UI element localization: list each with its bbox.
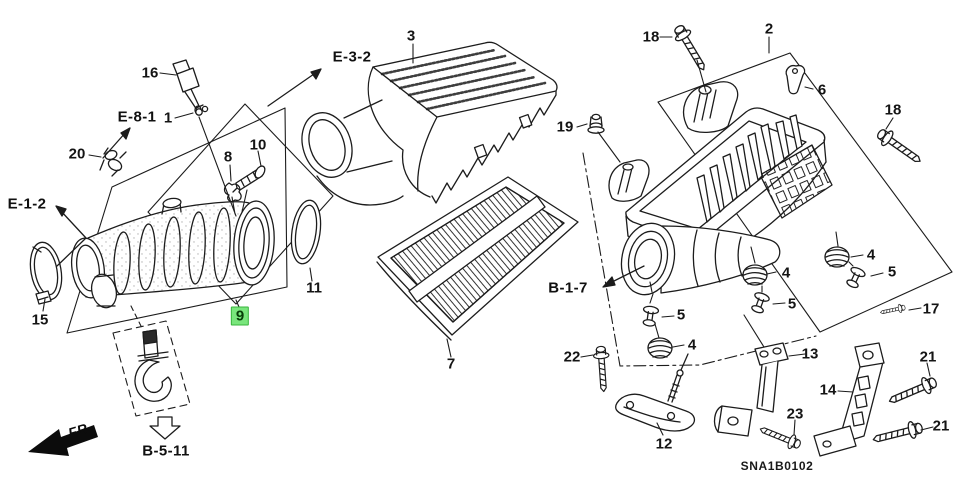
b511-dashed-leader	[130, 305, 144, 331]
ref-label-E-8-1[interactable]: E-8-1	[117, 108, 157, 126]
part-14-bracket-drawing	[813, 342, 885, 457]
part-12-stay-drawing	[615, 353, 696, 432]
part-7-filter-drawing	[376, 176, 579, 341]
part-5-stud-drawing-a	[748, 290, 771, 316]
ref-label-E-1-2[interactable]: E-1-2	[7, 195, 47, 213]
part-label-22[interactable]: 22	[563, 348, 581, 366]
part-23-bolt-drawing	[757, 421, 804, 453]
b511-dashed-box	[112, 320, 191, 417]
ref-label-E-3-2[interactable]: E-3-2	[332, 48, 372, 66]
part-17-bolt-drawing	[879, 302, 907, 318]
part-18-bolt-drawing-right	[873, 124, 926, 169]
part-2-case-drawing	[608, 81, 833, 264]
part-19-nut-drawing	[587, 113, 605, 134]
reference-arrows	[55, 68, 645, 440]
part-label-23[interactable]: 23	[786, 405, 804, 423]
ref-label-B-5-11[interactable]: B-5-11	[142, 442, 190, 460]
part-16-sensor-drawing	[172, 59, 202, 115]
e32-arrow-icon	[310, 68, 322, 80]
leader-lines	[42, 36, 934, 436]
ref-label-B-1-7[interactable]: B-1-7	[548, 279, 588, 297]
part-label-4[interactable]: 4	[687, 336, 697, 354]
part-label-8[interactable]: 8	[223, 148, 233, 166]
part-label-1[interactable]: 1	[163, 109, 173, 127]
diagram-code: SNA1B0102	[740, 459, 814, 473]
part-label-13[interactable]: 13	[801, 345, 819, 363]
part-11-oring-drawing	[290, 199, 322, 265]
part-label-9-selected[interactable]: 9	[230, 306, 250, 326]
part-label-19[interactable]: 19	[556, 118, 574, 136]
part-20-clip-drawing	[99, 147, 127, 177]
part-5-stud-drawing-c	[640, 304, 660, 328]
e81-arrow-icon	[120, 127, 131, 140]
part-label-5[interactable]: 5	[676, 306, 686, 324]
b511-down-arrow-icon	[149, 416, 181, 440]
part-15-clamp-drawing	[29, 241, 63, 305]
b511-fork-drawing	[134, 329, 172, 402]
part-18-bolt-drawing	[669, 21, 712, 75]
part-label-20[interactable]: 20	[68, 145, 86, 163]
part-3-cover-drawing	[301, 41, 558, 206]
part-label-11[interactable]: 11	[306, 279, 322, 297]
part-label-10[interactable]: 10	[249, 136, 267, 154]
part-label-2[interactable]: 2	[764, 20, 774, 38]
part-label-21[interactable]: 21	[932, 417, 950, 435]
part-label-4[interactable]: 4	[866, 246, 876, 264]
part-1-clip-drawing	[195, 104, 209, 116]
part-label-4[interactable]: 4	[781, 264, 791, 282]
part-label-16[interactable]: 16	[141, 64, 159, 82]
case-outlet-tube-drawing	[620, 222, 781, 296]
e12-arrow-icon	[55, 205, 67, 217]
part-label-17[interactable]: 17	[922, 300, 940, 318]
b17-arrow-icon	[602, 276, 616, 288]
part-label-21[interactable]: 21	[919, 348, 937, 366]
part-21-bolt-drawing-bottom	[870, 418, 925, 449]
part-22-bolt-drawing	[592, 345, 612, 393]
part-5-stud-drawing-b	[843, 265, 867, 291]
part-4-mount-drawing-a	[742, 264, 768, 286]
part-label-6[interactable]: 6	[817, 81, 827, 99]
part-label-5[interactable]: 5	[887, 263, 897, 281]
part-10-valve-drawing	[232, 165, 266, 193]
part-21-bolt-drawing-top	[885, 373, 940, 410]
part-label-18[interactable]: 18	[884, 101, 902, 119]
part-4-mount-drawing-c	[647, 337, 673, 359]
part-label-3[interactable]: 3	[406, 27, 416, 45]
part-label-7[interactable]: 7	[446, 355, 456, 373]
part-label-18[interactable]: 18	[642, 28, 660, 46]
part-4-mount-drawing-b	[824, 246, 850, 268]
part-label-14[interactable]: 14	[819, 381, 837, 399]
part-9-duct-drawing	[70, 197, 275, 309]
part-label-5[interactable]: 5	[787, 295, 797, 313]
part-6-clamp-drawing	[785, 64, 806, 95]
part-label-12[interactable]: 12	[655, 435, 673, 453]
part-13-bracket-drawing	[713, 342, 789, 437]
fr-direction-arrow-icon	[28, 425, 98, 456]
part-label-15[interactable]: 15	[31, 311, 49, 329]
